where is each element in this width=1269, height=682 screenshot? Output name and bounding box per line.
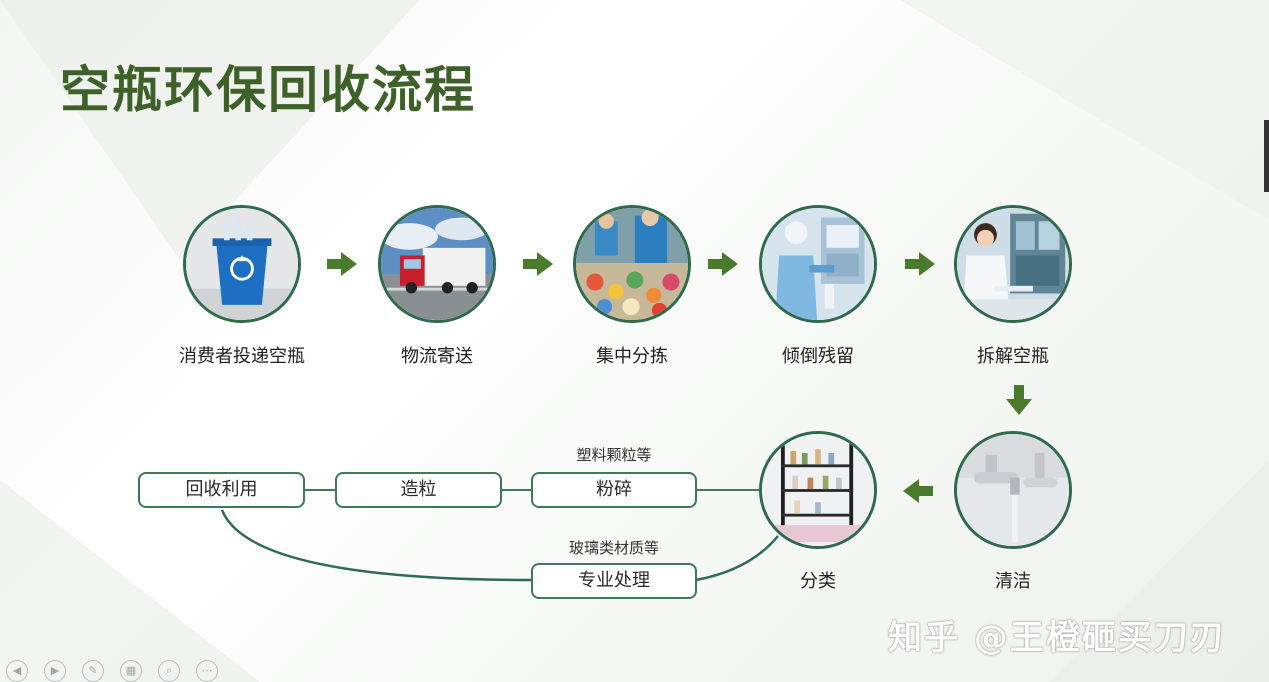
step-sorting-image — [573, 205, 691, 323]
step-label-dismantle: 拆解空瓶 — [977, 346, 1049, 367]
shelf-icon — [762, 434, 874, 546]
arrow-right-icon — [327, 252, 357, 276]
more-icon[interactable]: ⋯ — [196, 660, 218, 682]
arrow-right-icon — [905, 252, 935, 276]
step-truck-image — [378, 205, 496, 323]
step-label-deposit: 消费者投递空瓶 — [179, 346, 305, 367]
lab-worker-icon — [762, 208, 874, 320]
lab-dismantle-icon — [957, 208, 1069, 320]
step-classify-image — [759, 431, 877, 549]
watermark: 知乎 @王橙砸买刀刃 — [888, 618, 1226, 658]
arrow-left-icon — [903, 479, 933, 503]
step-label-shipping: 物流寄送 — [401, 346, 473, 367]
sorting-icon — [576, 208, 688, 320]
recycle-bin-icon — [186, 208, 298, 320]
box-special-treatment: 专业处理 — [531, 563, 697, 599]
pen-icon[interactable]: ✎ — [82, 660, 104, 682]
note-plastic-pellets: 塑料颗粒等 — [576, 446, 652, 464]
arrow-right-icon — [523, 252, 553, 276]
truck-icon — [381, 208, 493, 320]
prev-icon[interactable]: ◀ — [6, 660, 28, 682]
box-pellet: 造粒 — [335, 472, 502, 508]
box-reuse: 回收利用 — [138, 472, 305, 508]
zoom-icon[interactable]: ⌕ — [158, 660, 180, 682]
slides-icon[interactable]: ▦ — [120, 660, 142, 682]
page-title: 空瓶环保回收流程 — [60, 61, 476, 119]
arrow-down-icon — [1006, 385, 1032, 415]
step-label-pour: 倾倒残留 — [782, 346, 854, 367]
step-label-sorting: 集中分拣 — [596, 346, 668, 367]
step-pouring-image — [759, 205, 877, 323]
step-label-clean: 清洁 — [995, 571, 1031, 592]
note-glass-materials: 玻璃类材质等 — [568, 539, 659, 557]
next-icon[interactable]: ▶ — [44, 660, 66, 682]
step-recycle-bin-image — [183, 205, 301, 323]
faucet-icon — [957, 434, 1069, 546]
side-panel-tab[interactable] — [1264, 120, 1269, 192]
step-label-classify: 分类 — [800, 571, 836, 592]
arrow-right-icon — [708, 252, 738, 276]
step-cleaning-image — [954, 431, 1072, 549]
step-dismantle-image — [954, 205, 1072, 323]
box-crush: 粉碎 — [531, 472, 697, 508]
